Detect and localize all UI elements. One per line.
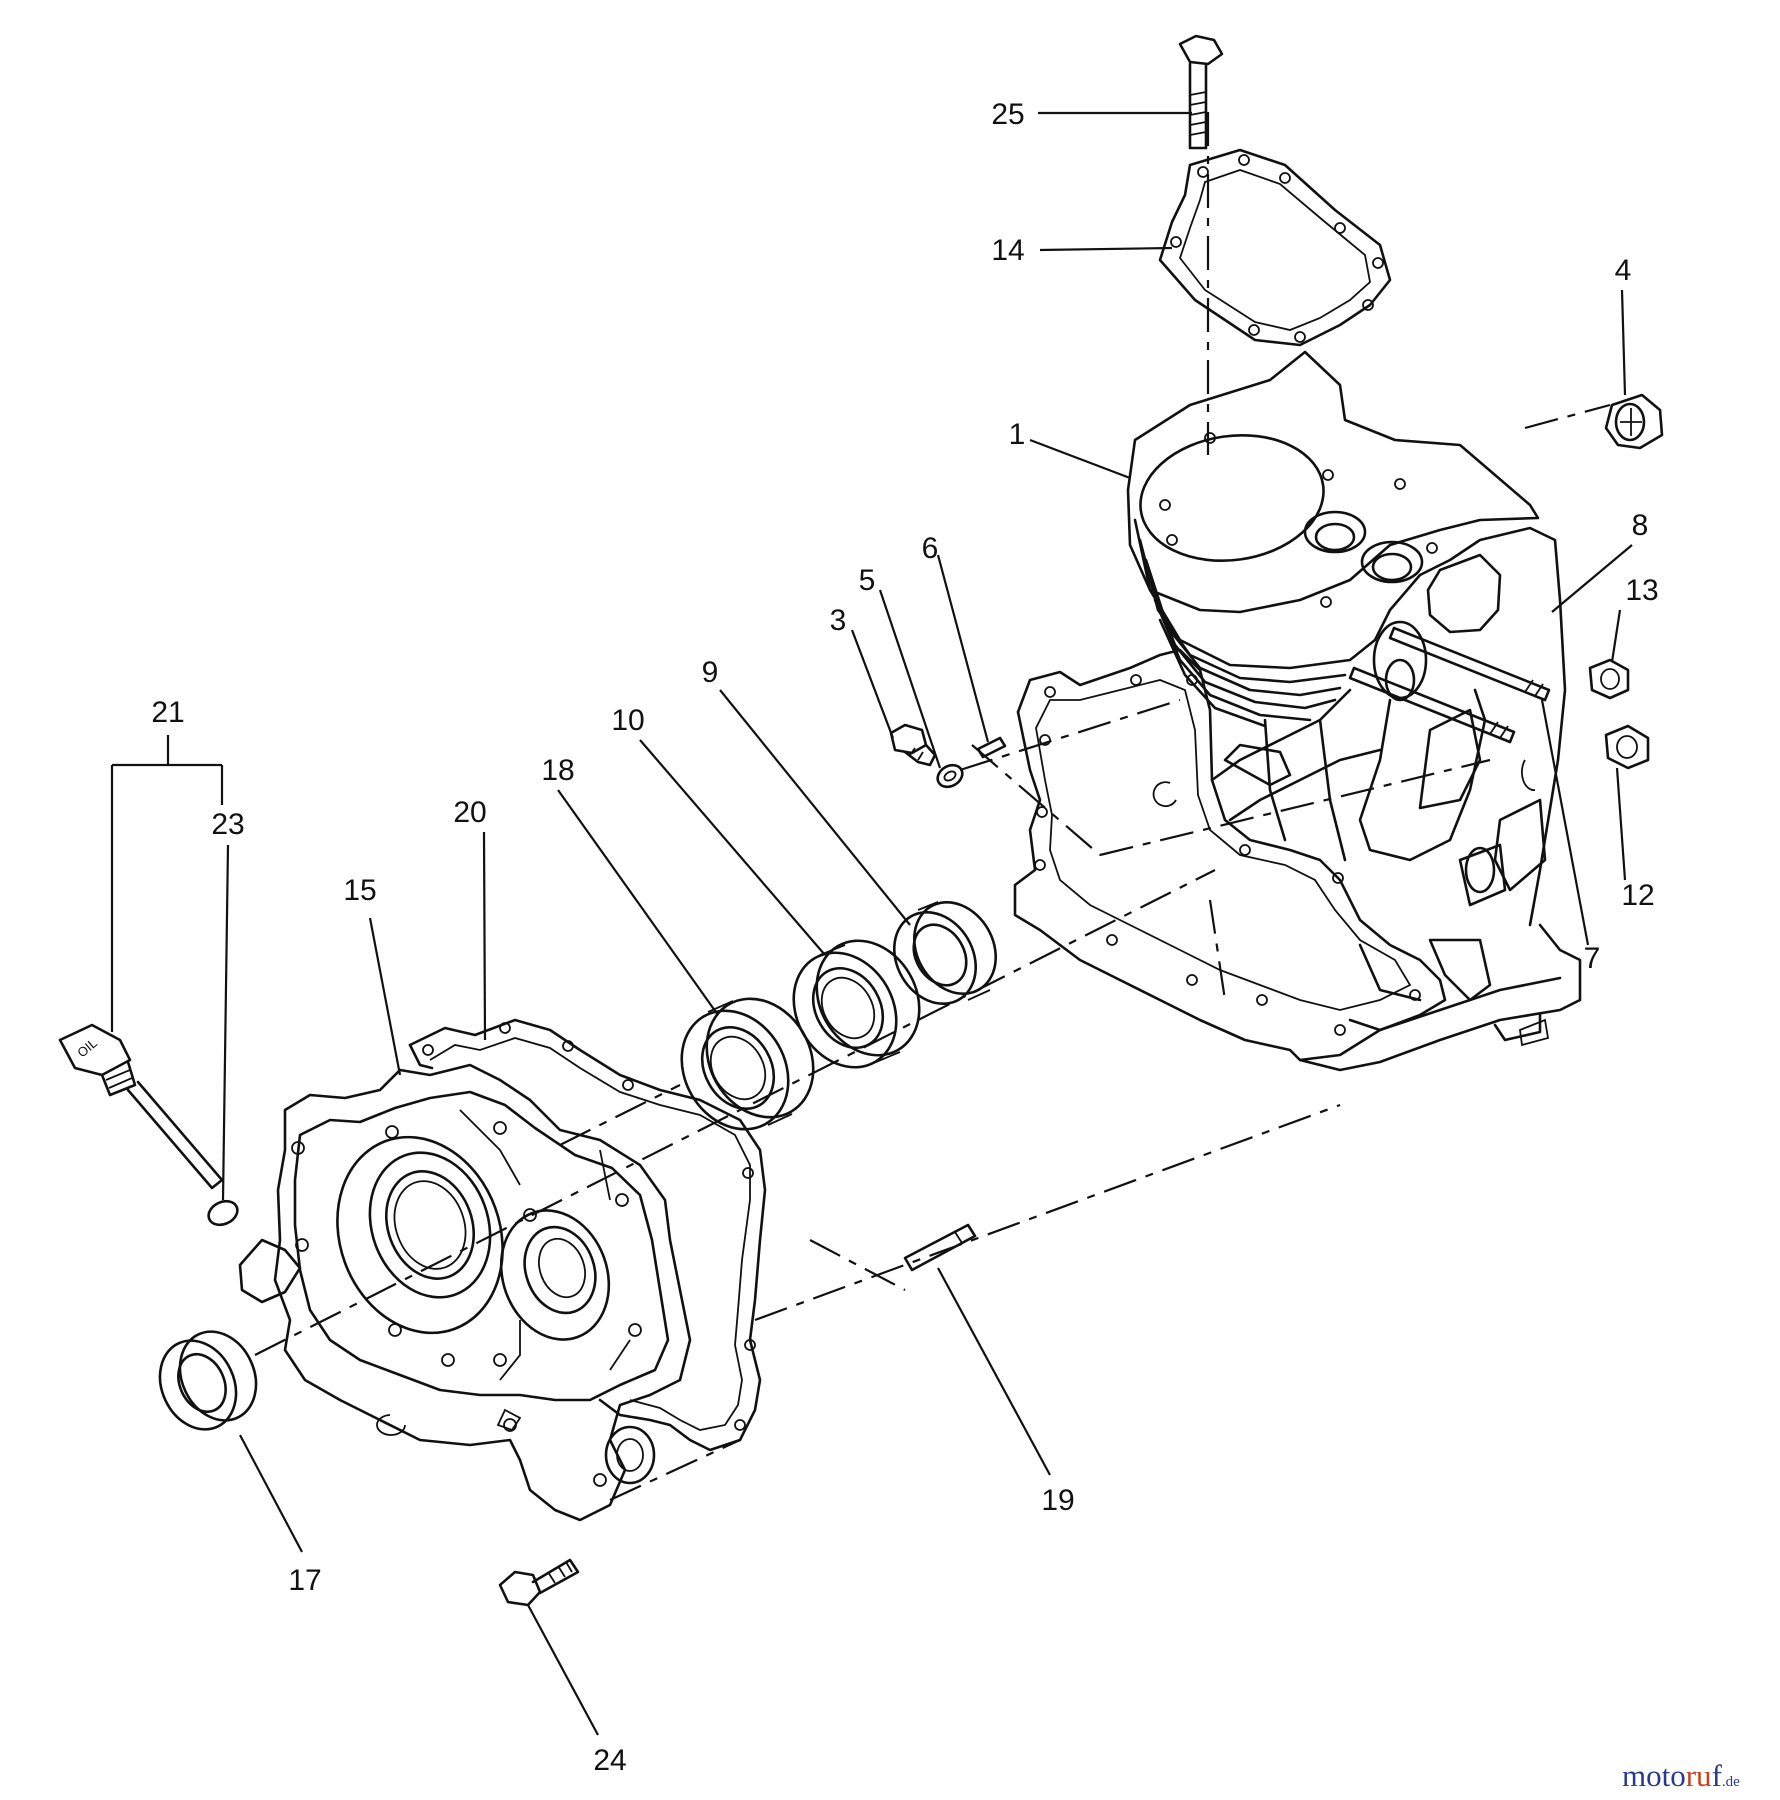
watermark-logo: motoruf.de xyxy=(1622,1758,1740,1793)
callout-3: 3 xyxy=(830,604,847,637)
callout-21: 21 xyxy=(151,696,184,729)
oil-seal-9 xyxy=(892,900,998,1006)
crankcase-cover-15 xyxy=(238,1063,692,1522)
nut-12 xyxy=(1604,724,1650,770)
crankcase-block-1 xyxy=(1013,350,1582,1072)
callout-25: 24 xyxy=(593,1744,626,1777)
bolt-24 xyxy=(1178,34,1224,150)
leader-lines xyxy=(110,111,1633,1736)
bearing-18 xyxy=(680,997,815,1131)
callout-8: 8 xyxy=(1632,509,1649,542)
callout-19: 19 xyxy=(1041,1484,1074,1517)
o-ring-23 xyxy=(207,1199,239,1227)
callout-24: 25 xyxy=(991,98,1024,131)
bolt-25 xyxy=(498,1558,580,1607)
nut-13 xyxy=(1588,658,1630,700)
gasket-20 xyxy=(408,1018,767,1452)
callout-18: 18 xyxy=(541,754,574,787)
callout-17: 17 xyxy=(288,1564,321,1597)
dowel-pin-6 xyxy=(976,736,1007,759)
callout-15: 15 xyxy=(343,874,376,907)
callout-9: 9 xyxy=(702,656,719,689)
callout-13: 13 xyxy=(1625,574,1658,607)
watermark-tld: .de xyxy=(1722,1774,1740,1790)
svg-text:motoruf.de: motoruf.de xyxy=(1622,1758,1740,1793)
callout-labels: 25 14 1 4 8 13 12 7 6 5 3 9 10 18 20 15 … xyxy=(151,98,1658,1777)
bolt-3 xyxy=(889,723,937,767)
washer-5 xyxy=(936,763,964,789)
watermark-part-a: moto xyxy=(1622,1758,1686,1793)
watermark-part-c: f xyxy=(1712,1758,1723,1793)
callout-6: 6 xyxy=(922,532,939,565)
callout-12: 12 xyxy=(1621,879,1654,912)
callout-10: 10 xyxy=(611,704,644,737)
callout-23: 23 xyxy=(211,808,244,841)
oil-seal-17 xyxy=(158,1330,258,1431)
callout-4: 4 xyxy=(1615,254,1632,287)
callout-5: 5 xyxy=(859,564,876,597)
head-gasket-14 xyxy=(1158,148,1392,347)
plug-4 xyxy=(1604,393,1664,450)
dipstick-21: OIL xyxy=(58,1023,224,1190)
dowel-pin-19 xyxy=(903,1223,977,1272)
callout-14: 14 xyxy=(991,234,1024,267)
watermark-part-b: ru xyxy=(1686,1758,1712,1793)
callout-7: 7 xyxy=(1584,942,1601,975)
dipstick-label: OIL xyxy=(74,1035,100,1060)
callout-1: 1 xyxy=(1009,418,1026,451)
callout-20: 20 xyxy=(453,796,486,829)
